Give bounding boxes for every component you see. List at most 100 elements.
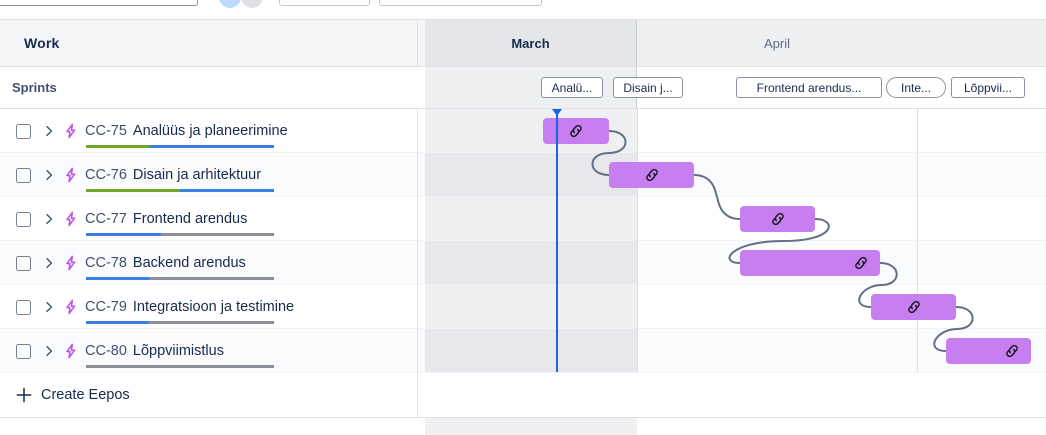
row-checkbox[interactable] (16, 167, 31, 183)
gantt-bar-cc-80[interactable] (946, 338, 1031, 364)
progress-bar (86, 277, 274, 280)
search-input[interactable] (0, 0, 198, 6)
plus-icon (15, 386, 33, 404)
issue-summary[interactable]: Disain ja arhitektuur (132, 167, 262, 183)
column-divider (417, 372, 418, 418)
chevron-right-icon[interactable] (40, 256, 58, 270)
progress-bar (86, 233, 274, 236)
sprint-chip-2[interactable]: Frontend arendus... (736, 77, 882, 98)
avatar[interactable] (219, 0, 241, 8)
progress-bar (86, 189, 274, 192)
chevron-right-icon[interactable] (40, 168, 58, 182)
timeline-header: Work March April (0, 19, 1046, 67)
row-checkbox[interactable] (16, 299, 31, 315)
issue-title[interactable]: CC-75 Analüüs ja planeerimine (85, 123, 288, 139)
progress-segment (86, 145, 149, 148)
table-row[interactable]: CC-78 Backend arendus (0, 241, 1046, 285)
sprints-track: Analü... Disain j... Frontend arendus...In… (417, 67, 1046, 108)
row-divider (0, 240, 1046, 241)
today-marker-line (556, 109, 558, 435)
epic-bolt-icon (62, 299, 79, 315)
row-checkbox[interactable] (16, 343, 31, 359)
issue-summary[interactable]: Lõppviimistlus (132, 343, 224, 359)
create-epic-button[interactable]: Create Eepos (0, 372, 1046, 418)
toolbar-strip (0, 0, 1046, 18)
issue-key[interactable]: CC-80 (85, 343, 127, 359)
sprint-chip-0[interactable]: Analü... (541, 77, 603, 98)
avatar[interactable] (241, 0, 263, 8)
month-shade-current (425, 285, 637, 329)
month-header-tail (917, 20, 1046, 66)
issue-title[interactable]: CC-78 Backend arendus (85, 255, 246, 271)
link-icon[interactable] (643, 166, 661, 184)
toolbar-button-2[interactable] (379, 0, 542, 6)
issue-title[interactable]: CC-80 Lõppviimistlus (85, 343, 224, 359)
issue-summary[interactable]: Analüüs ja planeerimine (132, 123, 288, 139)
epic-bolt-icon (62, 211, 79, 227)
month-shade-current (425, 418, 637, 435)
link-icon[interactable] (1003, 342, 1021, 360)
month-shade-current (425, 197, 637, 241)
epic-bolt-icon (62, 123, 79, 139)
issue-key[interactable]: CC-75 (85, 123, 127, 139)
progress-segment (86, 365, 274, 368)
gantt-bar-cc-77[interactable] (740, 206, 815, 232)
row-left-cell: CC-75 Analüüs ja planeerimine (0, 109, 417, 153)
sprint-chip-1[interactable]: Disain j... (613, 77, 683, 98)
row-left-cell: CC-78 Backend arendus (0, 241, 417, 285)
timeline-gridline-0 (637, 109, 638, 435)
row-checkbox[interactable] (16, 255, 31, 271)
epic-bolt-icon (62, 167, 79, 183)
link-icon[interactable] (852, 254, 870, 272)
gantt-bar-cc-78[interactable] (740, 250, 880, 276)
issue-key[interactable]: CC-78 (85, 255, 127, 271)
month-label: March (511, 35, 550, 51)
row-divider (0, 196, 1046, 197)
table-row[interactable]: CC-76 Disain ja arhitektuur (0, 153, 1046, 197)
month-shade-current (425, 153, 637, 197)
progress-segment (149, 145, 274, 148)
row-checkbox[interactable] (16, 211, 31, 227)
sprints-row: Sprints Analü... Disain j... Frontend aren… (0, 67, 1046, 109)
progress-segment (149, 321, 274, 324)
chevron-right-icon[interactable] (40, 124, 58, 138)
row-checkbox[interactable] (16, 123, 31, 139)
table-row[interactable]: CC-80 Lõppviimistlus (0, 329, 1046, 373)
gantt-bar-cc-79[interactable] (871, 294, 956, 320)
link-icon[interactable] (567, 122, 585, 140)
toolbar-button-1[interactable] (279, 0, 370, 6)
gantt-bar-cc-75[interactable] (543, 118, 609, 144)
issue-summary[interactable]: Frontend arendus (132, 211, 248, 227)
chevron-right-icon[interactable] (40, 344, 58, 358)
progress-segment (86, 277, 149, 280)
issue-summary[interactable]: Integratsioon ja testimine (132, 299, 295, 315)
month-header-march: March (425, 20, 637, 66)
today-marker-triangle (552, 109, 562, 116)
gantt-bar-cc-76[interactable] (609, 162, 694, 188)
row-left-cell: CC-77 Frontend arendus (0, 197, 417, 241)
work-column-header: Work (0, 20, 417, 66)
link-icon[interactable] (905, 298, 923, 316)
issue-title[interactable]: CC-76 Disain ja arhitektuur (85, 167, 261, 183)
chevron-right-icon[interactable] (40, 212, 58, 226)
table-row[interactable]: CC-75 Analüüs ja planeerimine (0, 109, 1046, 153)
issue-summary[interactable]: Backend arendus (132, 255, 246, 271)
work-column-label: Work (24, 35, 60, 51)
link-icon[interactable] (769, 210, 787, 228)
issue-title[interactable]: CC-79 Integratsioon ja testimine (85, 299, 294, 315)
chevron-right-icon[interactable] (40, 300, 58, 314)
issue-key[interactable]: CC-77 (85, 211, 127, 227)
sprints-label-cell: Sprints (0, 67, 417, 108)
issue-key[interactable]: CC-76 (85, 167, 127, 183)
sprints-label: Sprints (12, 80, 57, 95)
row-left-cell: CC-79 Integratsioon ja testimine (0, 285, 417, 329)
issue-key[interactable]: CC-79 (85, 299, 127, 315)
sprint-chip-4[interactable]: Lõppvii... (951, 77, 1025, 98)
table-row[interactable]: CC-77 Frontend arendus (0, 197, 1046, 241)
month-shade-current (425, 241, 637, 285)
issue-title[interactable]: CC-77 Frontend arendus (85, 211, 247, 227)
month-header-april: April (637, 20, 917, 66)
sprint-chip-3[interactable]: Inte... (886, 77, 946, 98)
